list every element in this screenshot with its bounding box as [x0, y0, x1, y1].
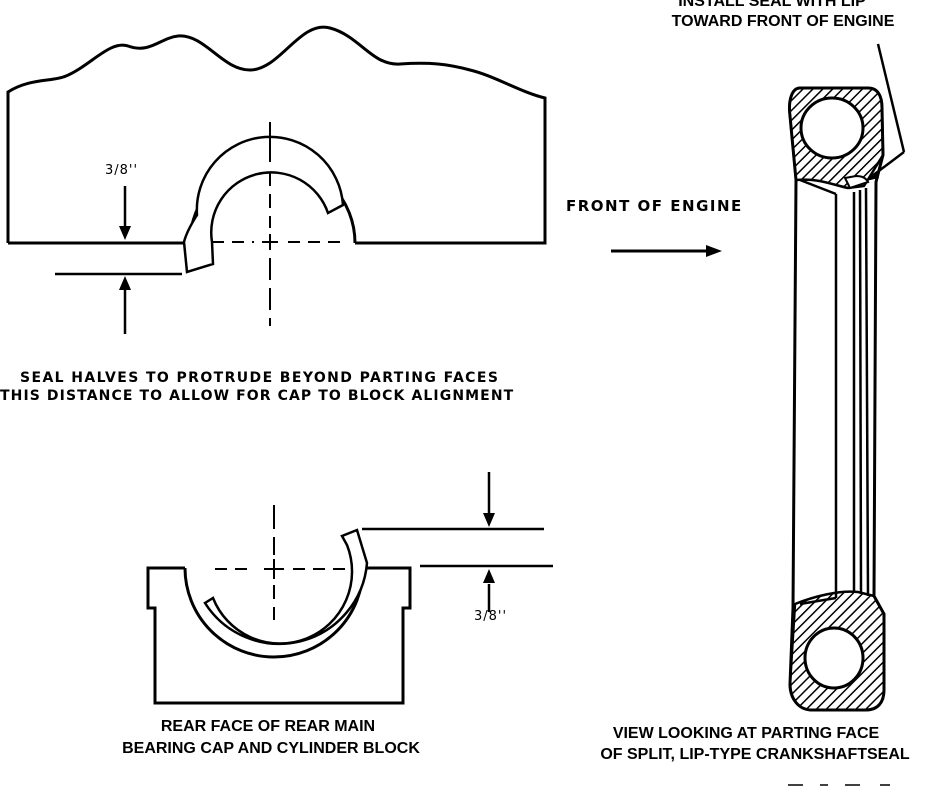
- lip-leader: [866, 43, 906, 181]
- lower-seal-half-shape: [203, 528, 369, 646]
- install-seal-note-line2: TOWARD FRONT OF ENGINE: [671, 13, 895, 30]
- install-seal-note-line1: INSTALL SEAL WITH LIP: [678, 0, 866, 10]
- view-caption-line1: VIEW LOOKING AT PARTING FACE: [612, 725, 880, 742]
- cylinder-block-view: [6, 25, 547, 245]
- view-caption-line2: OF SPLIT, LIP-TYPE CRANKSHAFTSEAL: [600, 746, 910, 763]
- seal-web-lines: [799, 178, 870, 606]
- seal-top-spring: [799, 96, 865, 160]
- protrude-note-line2: THIS DISTANCE TO ALLOW FOR CAP TO BLOCK …: [0, 388, 515, 404]
- upper-seal-half-shape: [182, 135, 345, 274]
- upper-centerlines: [212, 122, 340, 326]
- lower-centerlines: [215, 505, 345, 620]
- lower-dimension-label: 3/8'': [474, 609, 508, 624]
- cylinder-block-outline: [6, 25, 547, 245]
- lower-seal-half: [203, 528, 369, 646]
- seal-bottom-spring: [803, 626, 865, 690]
- front-arrow: [611, 245, 722, 257]
- bearing-cap-view: [146, 566, 412, 705]
- protrude-note-line1: SEAL HALVES TO PROTRUDE BEYOND PARTING F…: [20, 370, 500, 386]
- bearing-cap-bore: [183, 567, 365, 659]
- lower-dimension: [362, 472, 553, 612]
- upper-seal-half: [182, 135, 345, 274]
- seal-side-view: [788, 86, 886, 712]
- upper-dimension: [55, 186, 182, 334]
- front-of-engine-label: FRONT OF ENGINE: [566, 197, 743, 215]
- bearing-cap-outline: [146, 566, 412, 705]
- rear-face-caption-line1: REAR FACE OF REAR MAIN: [160, 718, 376, 735]
- rear-face-caption-line2: BEARING CAP AND CYLINDER BLOCK: [122, 740, 420, 757]
- upper-dimension-label: 3/8'': [105, 163, 139, 178]
- seal-lip: [843, 174, 870, 190]
